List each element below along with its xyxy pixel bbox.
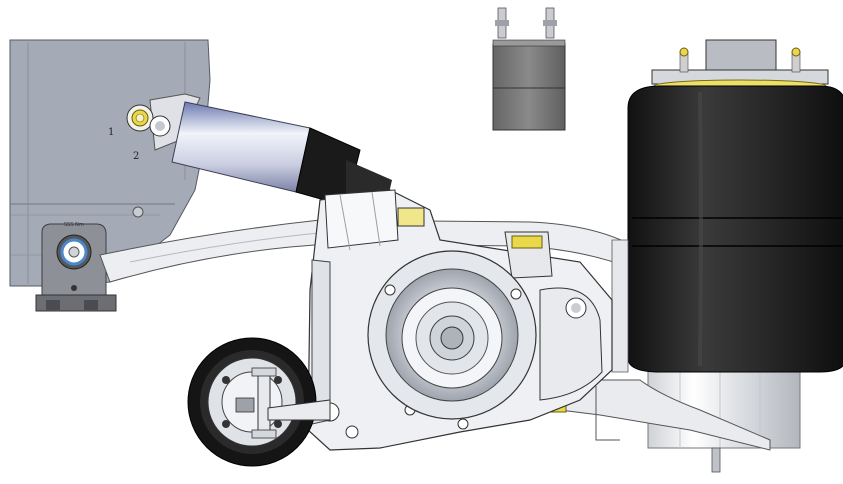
wheel-hub — [367, 250, 537, 420]
top-nut-left-icon — [679, 47, 689, 57]
top-nut-right-icon — [791, 47, 801, 57]
air-bag — [611, 39, 843, 373]
callout-2: 2 — [133, 151, 139, 162]
mounting-block — [492, 7, 566, 131]
auxiliary-wheel — [187, 337, 331, 467]
axle-spindle-icon — [440, 326, 464, 350]
callout-1: 1 — [108, 127, 114, 138]
bracket-tag: SSS Nm — [64, 222, 84, 228]
hanger-plate: SSS Nm — [35, 222, 117, 312]
